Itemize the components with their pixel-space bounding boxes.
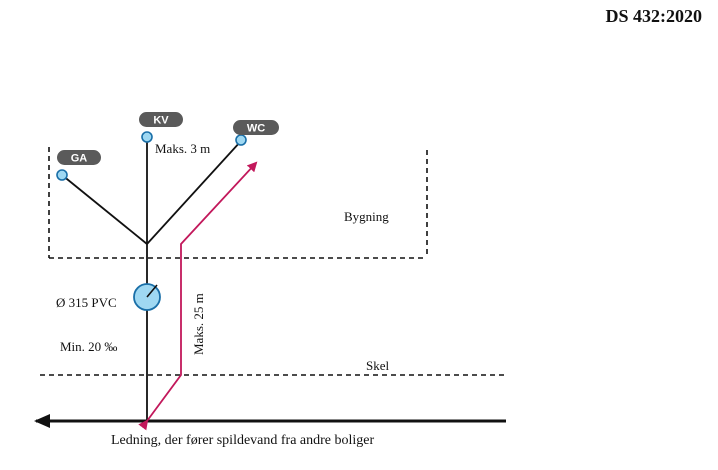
- node-kv: [141, 131, 153, 143]
- standard-code: DS 432:2020: [605, 6, 702, 26]
- fixture-label-wc: WC: [247, 123, 265, 135]
- fixture-label-ga: GA: [71, 153, 88, 165]
- pill-ga: GA: [57, 150, 101, 165]
- max-length-route: [138, 161, 258, 431]
- label-main-line: Ledning, der fører spildevand fra andre …: [111, 433, 375, 448]
- label-boundary: Skel: [366, 358, 390, 373]
- pill-kv: KV: [139, 112, 183, 127]
- label-pipe: Ø 315 PVC: [56, 295, 117, 310]
- node-ga: [56, 169, 68, 181]
- branch-pipe-wc: [146, 140, 242, 245]
- label-max-total: Maks. 25 m: [191, 293, 206, 355]
- label-max-branch: Maks. 3 m: [155, 141, 210, 156]
- fixture-label-kv: KV: [153, 115, 169, 127]
- branch-pipe-ga: [61, 174, 148, 245]
- node-wc: [235, 134, 247, 146]
- pill-wc: WC: [233, 120, 279, 135]
- label-building: Bygning: [344, 209, 389, 224]
- label-slope: Min. 20 ‰: [60, 339, 117, 354]
